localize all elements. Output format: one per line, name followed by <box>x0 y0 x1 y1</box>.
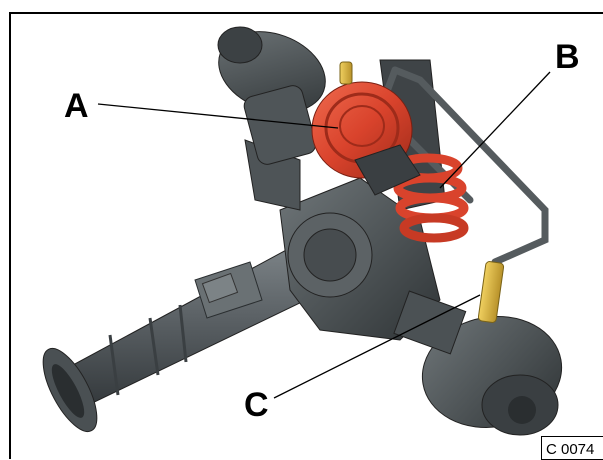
hydraulic-cylinders <box>339 61 505 323</box>
figure-reference: C 0074 <box>541 436 603 460</box>
callout-label-b: B <box>555 38 580 76</box>
upper-wheel-hub <box>217 26 326 165</box>
leader-lines <box>97 71 551 399</box>
lower-wheel-hub <box>393 290 563 436</box>
spring-coil-b <box>354 144 469 243</box>
callout-label-c: C <box>244 386 269 424</box>
callout-label-a: A <box>64 87 89 125</box>
